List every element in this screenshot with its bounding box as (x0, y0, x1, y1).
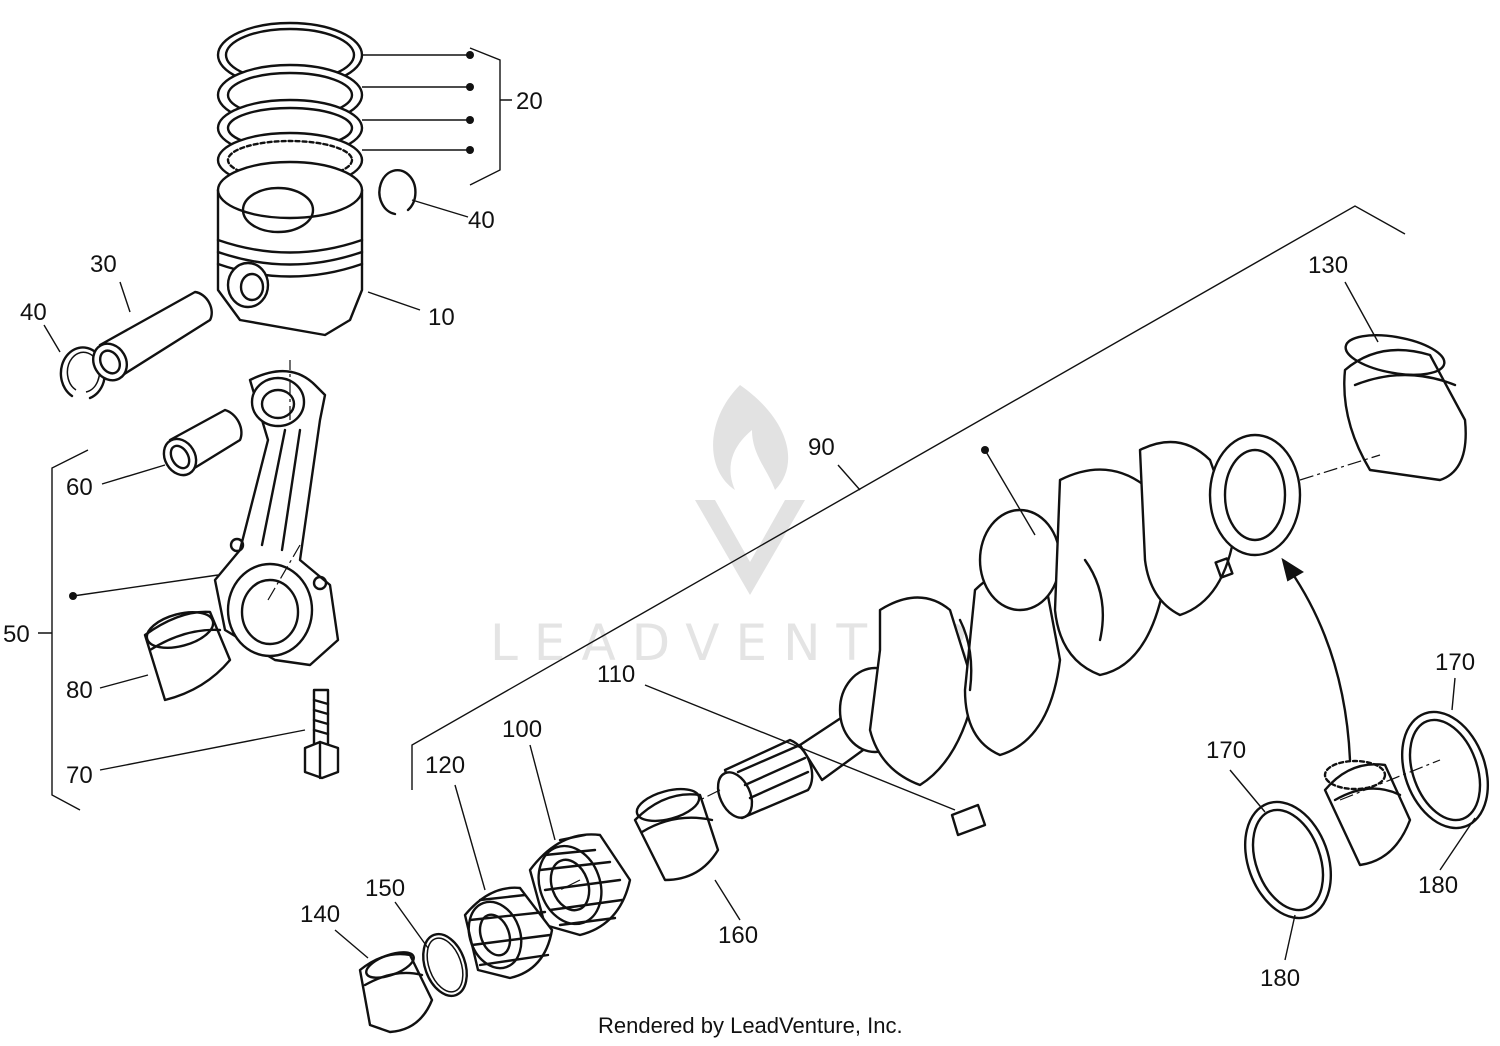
callout-180-left: 180 (1260, 965, 1300, 992)
callout-120: 120 (425, 752, 465, 779)
key[interactable] (950, 803, 987, 837)
callout-140: 140 (300, 901, 340, 928)
crankshaft[interactable] (798, 433, 1302, 787)
callout-20: 20 (516, 88, 543, 115)
callout-90: 90 (808, 434, 835, 461)
v-watermark-icon (695, 500, 805, 595)
callout-80: 80 (66, 677, 93, 704)
callout-110: 110 (597, 661, 635, 688)
callout-70: 70 (66, 762, 93, 789)
callout-150: 150 (365, 875, 405, 902)
leader-lines (43, 51, 1476, 961)
front-bearing[interactable] (633, 783, 720, 882)
callout-130: 130 (1308, 252, 1348, 279)
footer-credit: Rendered by LeadVenture, Inc. (598, 1013, 903, 1038)
crank-gear[interactable] (528, 833, 632, 937)
rotation-arrow (1288, 568, 1352, 762)
callout-30: 30 (90, 251, 117, 278)
timing-gear[interactable] (460, 886, 554, 980)
callout-60: 60 (66, 474, 93, 501)
small-end-bushing[interactable] (158, 408, 243, 481)
piston-rings[interactable] (216, 21, 364, 189)
piston[interactable] (216, 160, 364, 337)
circlip-right[interactable] (378, 169, 417, 216)
callout-170-right: 170 (1435, 649, 1475, 676)
callout-180-right: 180 (1418, 872, 1458, 899)
crank-spline[interactable] (711, 738, 814, 823)
front-seal[interactable] (358, 947, 434, 1034)
callout-170-left: 170 (1206, 737, 1246, 764)
rod-bolt[interactable] (303, 688, 340, 780)
bracket-50 (38, 449, 89, 811)
circlip-left[interactable] (59, 346, 107, 400)
callout-100: 100 (502, 716, 542, 743)
bracket-20 (469, 47, 512, 186)
callout-160: 160 (718, 922, 758, 949)
callout-40-left: 40 (20, 299, 47, 326)
piston-pin[interactable] (87, 290, 213, 386)
rod-bearing[interactable] (143, 606, 232, 702)
flame-watermark-icon (713, 385, 789, 490)
o-ring[interactable] (415, 928, 474, 1002)
bracket-90 (411, 205, 1406, 790)
callouts: 10 20 30 40 40 50 60 70 80 90 100 110 12… (3, 88, 1475, 992)
thrust-washer-left[interactable] (1230, 790, 1346, 930)
callout-10: 10 (428, 304, 455, 331)
main-bearing-rear[interactable] (1343, 329, 1467, 482)
callout-50: 50 (3, 621, 30, 648)
thrust-washer-right[interactable] (1387, 700, 1500, 840)
callout-40-right: 40 (468, 207, 495, 234)
connecting-rod[interactable] (213, 369, 340, 667)
